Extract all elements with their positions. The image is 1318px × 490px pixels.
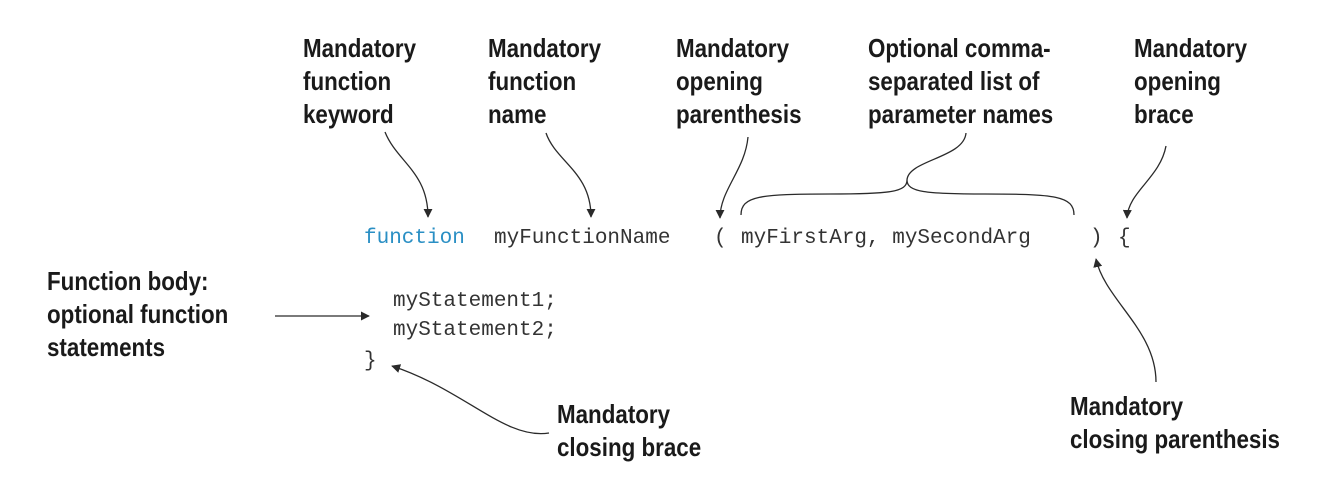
label-parameter-list: Optional comma- separated list of parame… xyxy=(868,32,1053,131)
code-statement-2: myStatement2; xyxy=(393,319,557,342)
label-line: parenthesis xyxy=(676,99,802,129)
label-line: Mandatory xyxy=(1134,33,1248,63)
label-line: separated list of xyxy=(868,66,1040,96)
code-statement-1: myStatement1; xyxy=(393,290,557,313)
label-line: Mandatory xyxy=(1070,391,1184,421)
code-parameter-list: myFirstArg, mySecondArg xyxy=(741,227,1031,250)
label-closing-parenthesis: Mandatory closing parenthesis xyxy=(1070,390,1280,456)
label-line: Mandatory xyxy=(676,33,790,63)
parameter-list-brace xyxy=(740,179,1075,216)
label-closing-brace: Mandatory closing brace xyxy=(557,398,701,464)
label-line: keyword xyxy=(303,99,394,129)
label-line: function xyxy=(303,66,392,96)
code-opening-parenthesis: ( xyxy=(714,227,727,250)
label-opening-parenthesis: Mandatory opening parenthesis xyxy=(676,32,802,131)
label-line: optional function xyxy=(47,299,229,329)
arrow-from-parameter-label xyxy=(906,132,967,181)
arrow-to-function-keyword xyxy=(384,131,433,218)
code-function-name: myFunctionName xyxy=(494,227,671,250)
arrow-to-opening-parenthesis xyxy=(715,136,749,219)
label-line: opening xyxy=(1134,66,1221,96)
label-line: parameter names xyxy=(868,99,1054,129)
label-line: name xyxy=(488,99,547,129)
arrow-to-function-name xyxy=(545,132,596,218)
code-opening-brace: { xyxy=(1118,227,1131,250)
label-line: statements xyxy=(47,332,166,362)
code-closing-parenthesis: ) xyxy=(1090,227,1103,250)
arrow-to-closing-brace xyxy=(391,364,550,435)
label-line: opening xyxy=(676,66,763,96)
label-line: Mandatory xyxy=(303,33,417,63)
code-closing-brace: } xyxy=(364,350,377,373)
arrow-to-opening-brace xyxy=(1122,145,1167,219)
arrow-to-closing-parenthesis xyxy=(1093,258,1157,383)
code-function-keyword: function xyxy=(364,227,465,250)
label-line: closing brace xyxy=(557,432,702,462)
label-line: Optional comma- xyxy=(868,33,1051,63)
label-line: function xyxy=(488,66,577,96)
label-function-keyword: Mandatory function keyword xyxy=(303,32,416,131)
label-function-body: Function body: optional function stateme… xyxy=(47,265,228,364)
label-opening-brace: Mandatory opening brace xyxy=(1134,32,1247,131)
label-line: Function body: xyxy=(47,266,209,296)
label-line: closing parenthesis xyxy=(1070,424,1281,454)
label-line: Mandatory xyxy=(488,33,602,63)
label-line: brace xyxy=(1134,99,1194,129)
label-function-name: Mandatory function name xyxy=(488,32,601,131)
label-line: Mandatory xyxy=(557,399,671,429)
